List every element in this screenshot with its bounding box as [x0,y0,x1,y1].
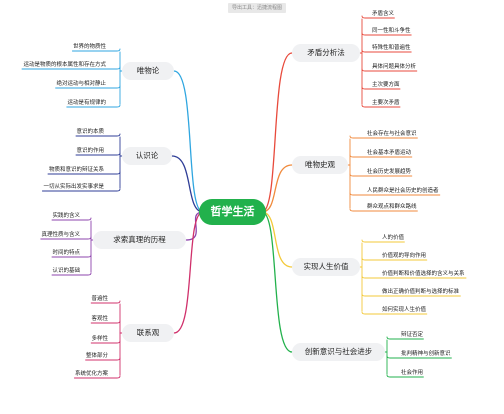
connector-root-weiwushi [261,164,293,213]
connector-root-weiwulun [173,70,204,213]
branch-node-weiwushi[interactable]: 唯物史观 [292,156,348,174]
connector-leaf-weiwulun-3 [66,104,121,108]
connector-root-renshilun [171,155,204,213]
connector-leaf-renshilun-3 [41,188,121,192]
connector-leaf-weiwushi-3 [349,192,441,196]
leaf-renshengjiazhi-3[interactable]: 做出正确价值判断与选择的标准 [382,289,460,295]
leaf-renshengjiazhi-4[interactable]: 如何实现人生价值 [382,307,427,313]
leaf-maodun-1[interactable]: 同一性和斗争性 [372,28,411,34]
connector-leaf-maodun-0 [361,15,395,19]
connector-leaf-weiwushi-1 [349,154,413,158]
leaf-weiwushi-4[interactable]: 群众观点和群众路线 [367,204,417,210]
branch-node-maodun[interactable]: 矛盾分析法 [292,44,360,62]
connector-root-chuangxin [261,211,293,353]
leaf-weiwushi-2[interactable]: 社会历史发展趋势 [367,169,412,175]
connector-leaf-chuangxin-0 [386,336,424,340]
leaf-chuangxin-1[interactable]: 批判精神与创新意识 [401,351,451,357]
leaf-renshilun-0[interactable]: 意识的本质 [76,129,104,135]
connector-leaf-weiwushi-0 [349,135,418,139]
leaf-renshilun-2[interactable]: 物质和意识的辩证关系 [48,167,104,173]
connector-leaf-lianxi-3 [85,357,121,361]
leaf-weiwushi-3[interactable]: 人民群众是社会历史的创造者 [367,188,439,194]
leaf-lianxi-2[interactable]: 多样性 [91,336,108,342]
leaf-chuangxin-0[interactable]: 辩证否定 [401,332,424,338]
connector-leaf-zhenli-2 [51,254,92,258]
connector-leaf-lianxi-2 [90,340,121,344]
branch-node-renshengjiazhi[interactable]: 实现人生价值 [292,258,360,276]
leaf-renshilun-3[interactable]: 一切从实际出发实事求是 [43,184,104,190]
leaf-lianxi-4[interactable]: 系统优化方案 [74,371,108,377]
connector-leaf-weiwulun-1 [21,66,121,70]
connector-leaf-lianxi-4 [73,375,121,379]
leaf-weiwulun-3[interactable]: 运动是有规律的 [67,100,106,106]
leaf-renshilun-1[interactable]: 意识的作用 [76,148,104,154]
connector-leaf-renshengjiazhi-2 [361,275,467,279]
connector-leaf-weiwulun-2 [55,85,121,89]
connector-leaf-chuangxin-1 [386,355,452,359]
connector-leaf-renshilun-1 [75,152,121,156]
leaf-chuangxin-2[interactable]: 社会作用 [401,370,424,376]
connector-root-renshengjiazhi [261,211,293,268]
leaf-weiwulun-1[interactable]: 运动是物质的根本属性和存在方式 [23,62,106,68]
connector-leaf-renshengjiazhi-3 [361,293,461,297]
connector-leaf-renshengjiazhi-0 [361,239,405,243]
connector-leaf-renshengjiazhi-4 [361,311,428,315]
leaf-zhenli-0[interactable]: 实践的含义 [52,213,80,219]
export-watermark: 导出工具：迅捷流程图 [228,3,287,13]
leaf-lianxi-3[interactable]: 整体部分 [85,353,108,359]
leaf-maodun-3[interactable]: 具体问题具体分析 [372,64,417,70]
leaf-renshengjiazhi-1[interactable]: 价值观的导向作用 [382,253,427,259]
branch-node-chuangxin[interactable]: 创新意识与社会进步 [292,343,385,361]
leaf-maodun-2[interactable]: 特殊性和普遍性 [372,45,411,51]
leaf-renshengjiazhi-0[interactable]: 人的价值 [382,235,405,241]
connector-leaf-weiwushi-2 [349,173,413,177]
leaf-weiwushi-0[interactable]: 社会存在与社会意识 [367,131,417,137]
leaf-lianxi-0[interactable]: 普遍性 [91,296,108,302]
connector-root-maodun [261,52,293,213]
connector-root-lianxi [173,211,204,334]
connector-leaf-renshengjiazhi-1 [361,257,428,261]
connector-leaf-maodun-4 [361,86,401,90]
connector-leaf-lianxi-0 [90,300,121,304]
connector-leaf-weiwushi-4 [349,208,418,212]
connector-leaf-maodun-1 [361,32,412,36]
branch-node-renshilun[interactable]: 认识论 [122,147,172,165]
connector-leaf-maodun-2 [361,49,412,53]
leaf-zhenli-3[interactable]: 认识的基础 [52,268,80,274]
leaf-renshengjiazhi-2[interactable]: 价值判断和价值选择的含义与关系 [382,271,465,277]
connector-leaf-renshilun-2 [47,171,121,175]
leaf-zhenli-2[interactable]: 时间的特点 [52,250,80,256]
connector-leaf-weiwulun-0 [71,48,121,52]
connector-leaf-zhenli-0 [51,217,92,221]
branch-node-zhenli[interactable]: 求索真理的历程 [93,231,186,249]
leaf-maodun-4[interactable]: 主次要方面 [372,82,400,88]
connector-leaf-chuangxin-2 [386,374,424,378]
leaf-maodun-0[interactable]: 矛盾含义 [372,11,395,17]
root-topic[interactable]: 哲学生活 [199,199,266,225]
leaf-zhenli-1[interactable]: 真理性质与含义 [41,232,80,238]
leaf-weiwulun-0[interactable]: 世界的物质性 [72,44,106,50]
branch-node-weiwulun[interactable]: 唯物论 [122,62,174,80]
connector-leaf-lianxi-1 [90,320,121,324]
branch-node-lianxi[interactable]: 联系观 [122,324,174,342]
leaf-weiwulun-2[interactable]: 绝对运动与相对静止 [56,81,106,87]
connector-leaf-zhenli-1 [40,236,92,240]
connector-leaf-zhenli-3 [51,272,92,276]
connector-leaf-maodun-5 [361,104,401,108]
leaf-weiwushi-1[interactable]: 社会基本矛盾运动 [367,150,412,156]
leaf-lianxi-1[interactable]: 客观性 [91,316,108,322]
connector-leaf-renshilun-0 [75,133,121,137]
leaf-maodun-5[interactable]: 主要次矛盾 [372,100,400,106]
connector-leaf-maodun-3 [361,68,418,72]
